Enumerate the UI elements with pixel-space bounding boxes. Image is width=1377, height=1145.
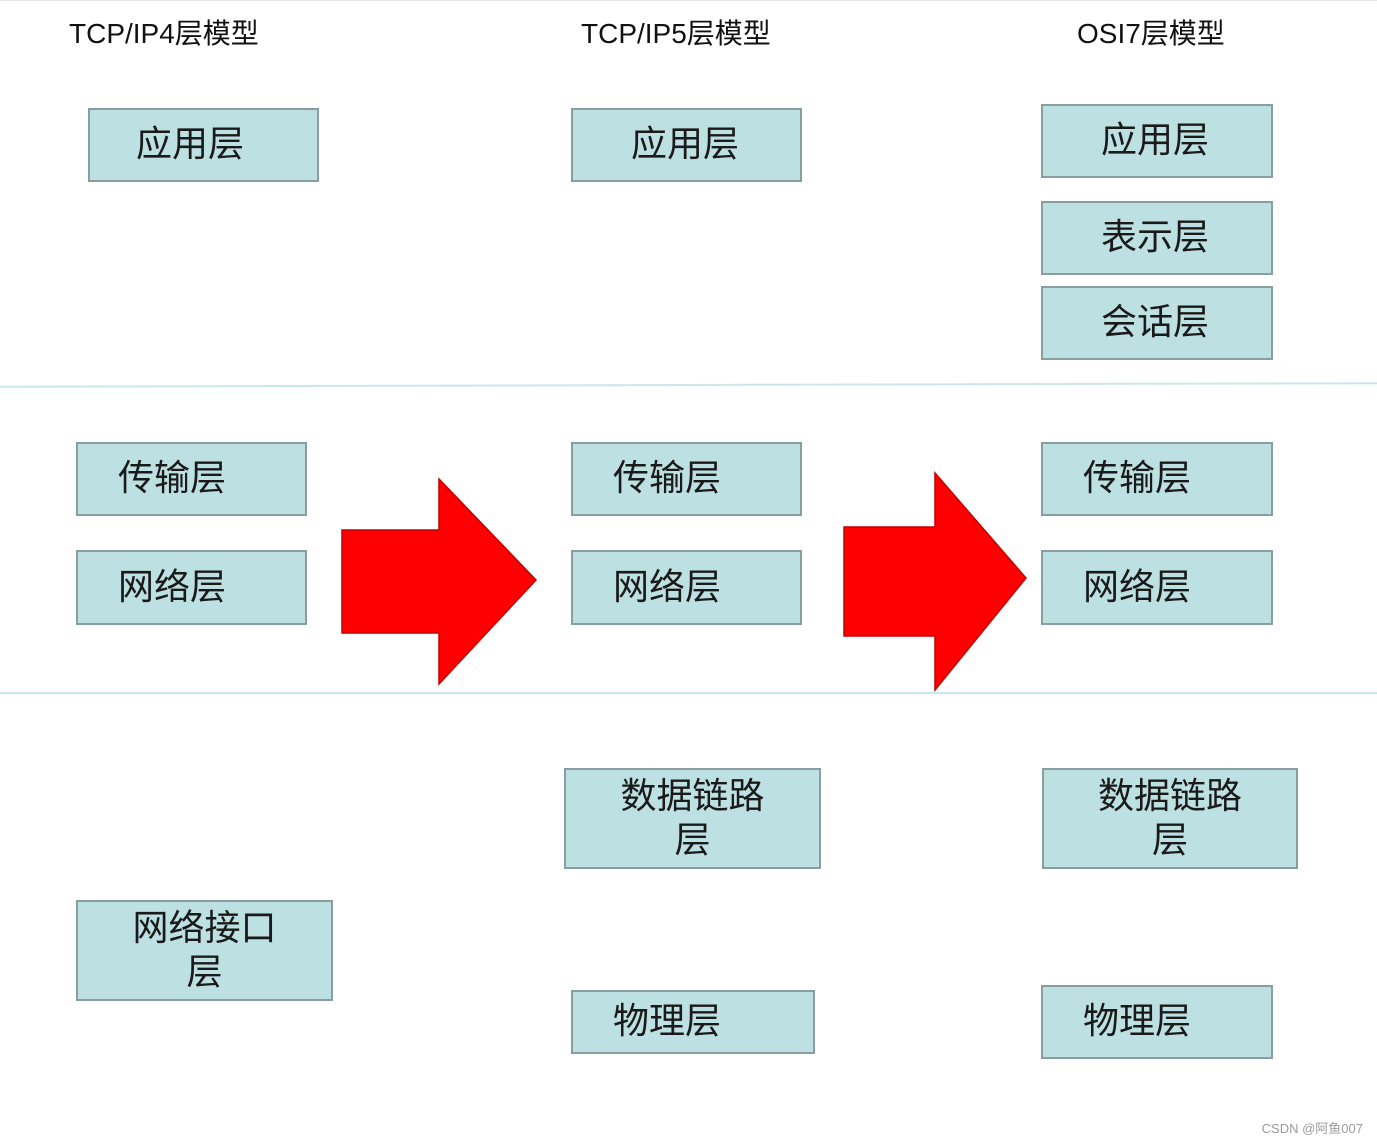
osi7-physical-layer: 物理层 — [1041, 985, 1273, 1059]
osi7-data-link-layer: 数据链路层 — [1042, 768, 1298, 869]
tcpip5-physical-layer: 物理层 — [571, 990, 815, 1054]
osi7-physical-label: 物理层 — [1083, 1001, 1192, 1042]
tcpip5-physical-label: 物理层 — [613, 1001, 722, 1042]
osi7-title: OSI7层模型 — [1077, 18, 1225, 49]
osi7-presentation-layer: 表示层 — [1041, 201, 1273, 275]
tcpip5-transport-layer: 传输层 — [571, 442, 802, 516]
tcpip4-application-label: 应用层 — [136, 124, 245, 165]
osi7-transport-label: 传输层 — [1083, 458, 1192, 499]
upper-divider — [0, 382, 1377, 388]
osi7-network-layer: 网络层 — [1041, 550, 1273, 625]
tcpip5-title: TCP/IP5层模型 — [581, 18, 771, 49]
osi7-session-layer: 会话层 — [1041, 286, 1273, 360]
tcpip5-data-link-layer: 数据链路层 — [564, 768, 821, 869]
tcpip4-network-interface-label: 网络接口层 — [132, 907, 277, 993]
lower-divider — [0, 692, 1377, 694]
tcpip4-network-layer: 网络层 — [76, 550, 307, 625]
osi7-application-layer: 应用层 — [1041, 104, 1273, 178]
tcpip4-transport-label: 传输层 — [118, 458, 227, 499]
osi7-transport-layer: 传输层 — [1041, 442, 1273, 516]
tcpip4-transport-layer: 传输层 — [76, 442, 307, 516]
tcpip4-network-label: 网络层 — [118, 566, 227, 608]
tcpip5-data-link-label: 数据链路层 — [620, 775, 765, 861]
tcpip5-network-label: 网络层 — [613, 566, 722, 608]
top-border — [0, 0, 1377, 1]
osi7-network-label: 网络层 — [1083, 566, 1192, 608]
tcpip5-application-label: 应用层 — [631, 124, 740, 165]
tcpip5-transport-label: 传输层 — [613, 458, 722, 499]
tcpip4-title: TCP/IP4层模型 — [69, 18, 259, 49]
right-arrow-icon — [341, 477, 538, 686]
tcpip5-application-layer: 应用层 — [571, 108, 802, 182]
osi7-presentation-label: 表示层 — [1101, 217, 1210, 258]
osi7-application-label: 应用层 — [1101, 120, 1210, 161]
tcpip5-network-layer: 网络层 — [571, 550, 802, 625]
tcpip4-application-layer: 应用层 — [88, 108, 319, 182]
osi7-data-link-label: 数据链路层 — [1097, 775, 1242, 861]
watermark: CSDN @阿鱼007 — [1261, 1121, 1363, 1136]
tcpip4-network-interface-layer: 网络接口层 — [76, 900, 333, 1001]
right-arrow-icon — [843, 470, 1027, 693]
osi7-session-label: 会话层 — [1101, 302, 1210, 343]
